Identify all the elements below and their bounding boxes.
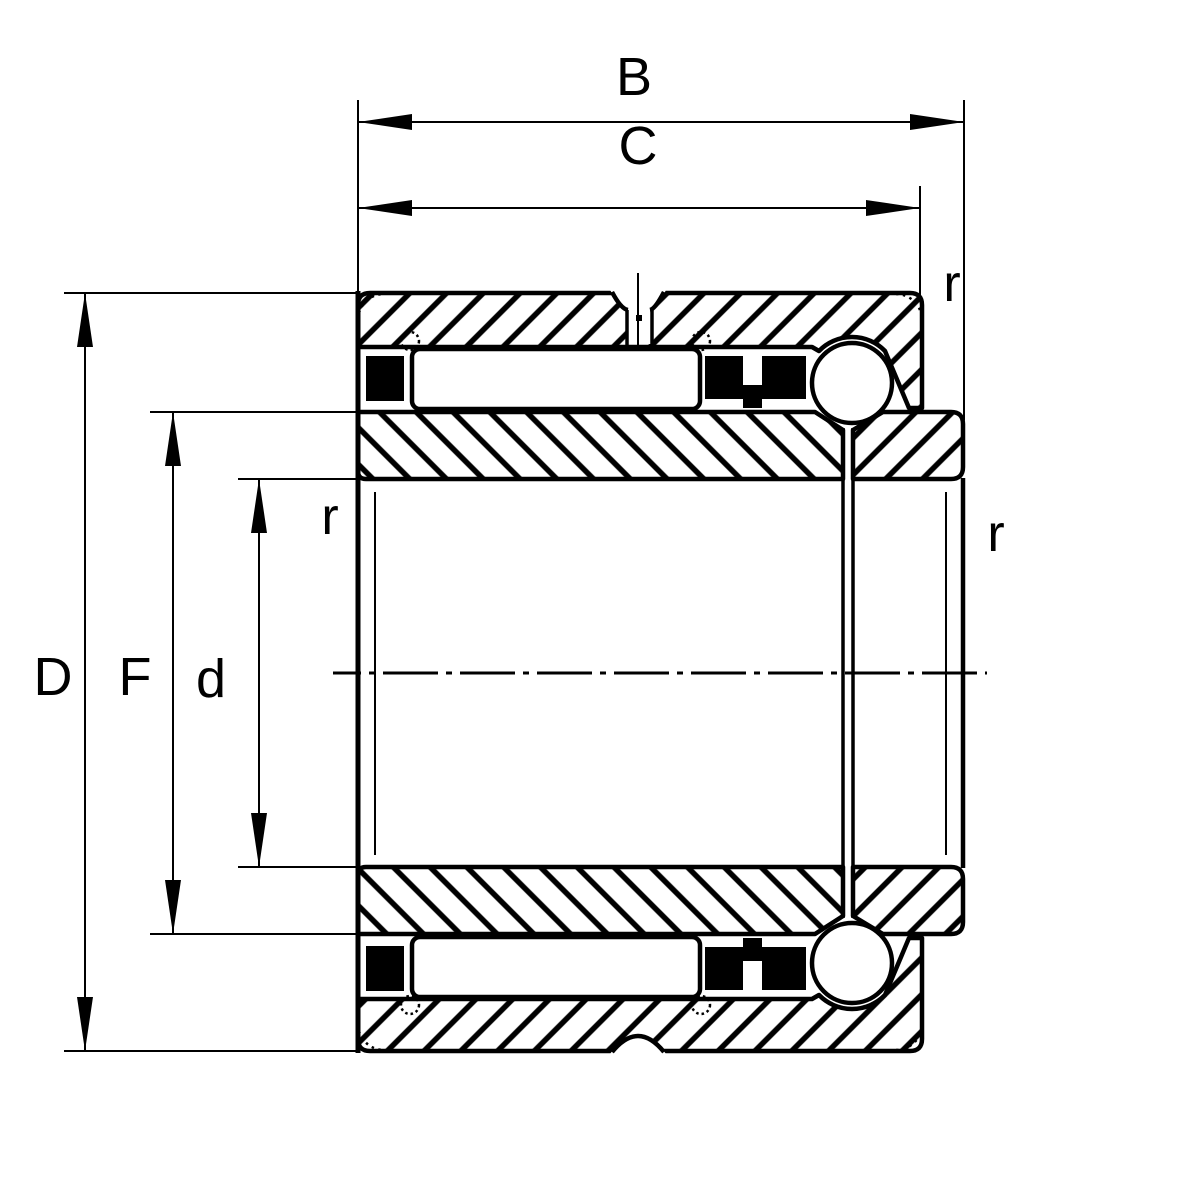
- radius-label-bore-right: r: [987, 505, 1004, 563]
- cage-lip-circles: [399, 330, 712, 1016]
- dimension-lines: [64, 100, 965, 1052]
- inner-ring-ball-top: [850, 409, 966, 482]
- inner-ring-ball-bottom: [850, 864, 966, 937]
- lubrication-groove-top: [610, 273, 666, 362]
- needle-cage-rim-bottom: [366, 946, 404, 991]
- dim-label-d: d: [196, 649, 226, 709]
- needle-roller-bottom: [409, 934, 703, 1000]
- dim-label-C: C: [619, 116, 658, 176]
- dimension-arrows: [77, 114, 964, 1051]
- corner-radius-arcs: [356, 292, 924, 1052]
- dim-label-D: D: [34, 647, 73, 707]
- ball-top: [809, 340, 895, 426]
- ball-cage-bottom: [705, 938, 806, 990]
- radius-label-bore-left: r: [321, 488, 338, 546]
- hole-center-dot: [636, 315, 642, 321]
- ball-bottom: [809, 920, 895, 1006]
- needle-cage-rim-top: [366, 356, 404, 401]
- inner-ring-needle-bottom: [355, 864, 846, 937]
- inner-ring-needle-top: [355, 409, 846, 482]
- inner-ring-junction-lines: [841, 428, 855, 918]
- ball-cage-top: [705, 356, 806, 408]
- dim-label-F: F: [119, 647, 152, 707]
- dim-label-B: B: [616, 47, 652, 107]
- lubrication-groove-bottom: [610, 1033, 666, 1054]
- radius-label-outer-corner: r: [943, 255, 960, 313]
- needle-roller-top: [409, 346, 703, 412]
